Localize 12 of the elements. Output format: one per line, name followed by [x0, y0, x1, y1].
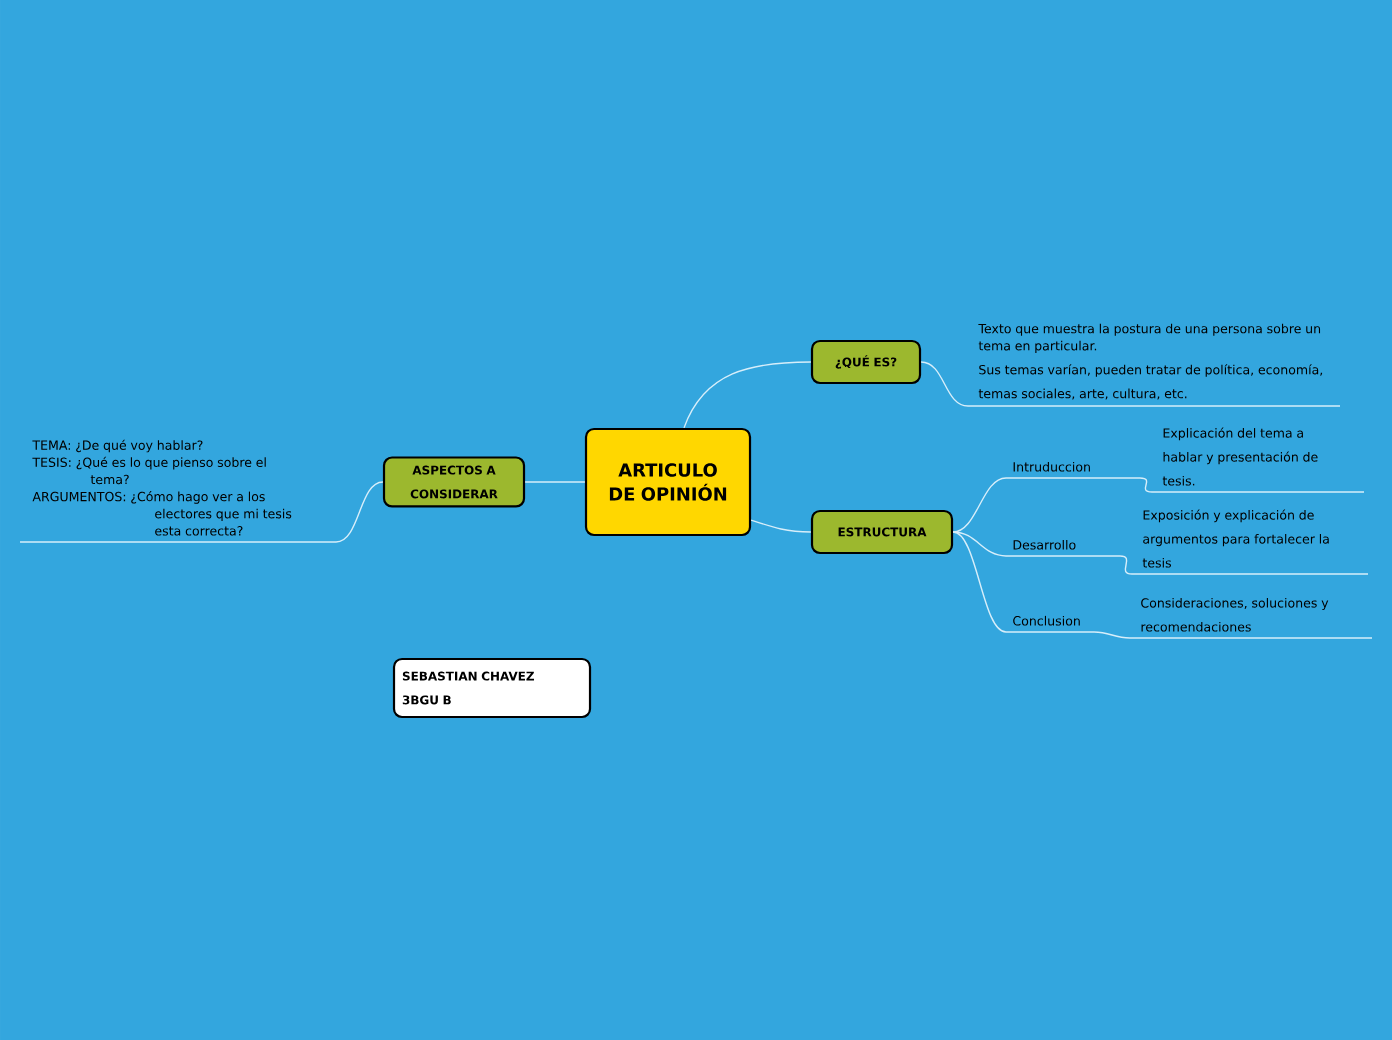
connector	[952, 531, 1007, 633]
connector	[1119, 555, 1133, 575]
connector	[1139, 477, 1153, 493]
connector	[920, 361, 969, 407]
connector	[524, 481, 586, 483]
connector	[335, 481, 384, 543]
connector	[683, 361, 812, 429]
connector	[750, 519, 812, 533]
topic-box: ARTICULO DE OPINIÓN	[584, 427, 752, 537]
connector	[952, 531, 1007, 557]
connector	[1093, 631, 1131, 639]
connector	[952, 477, 1007, 533]
